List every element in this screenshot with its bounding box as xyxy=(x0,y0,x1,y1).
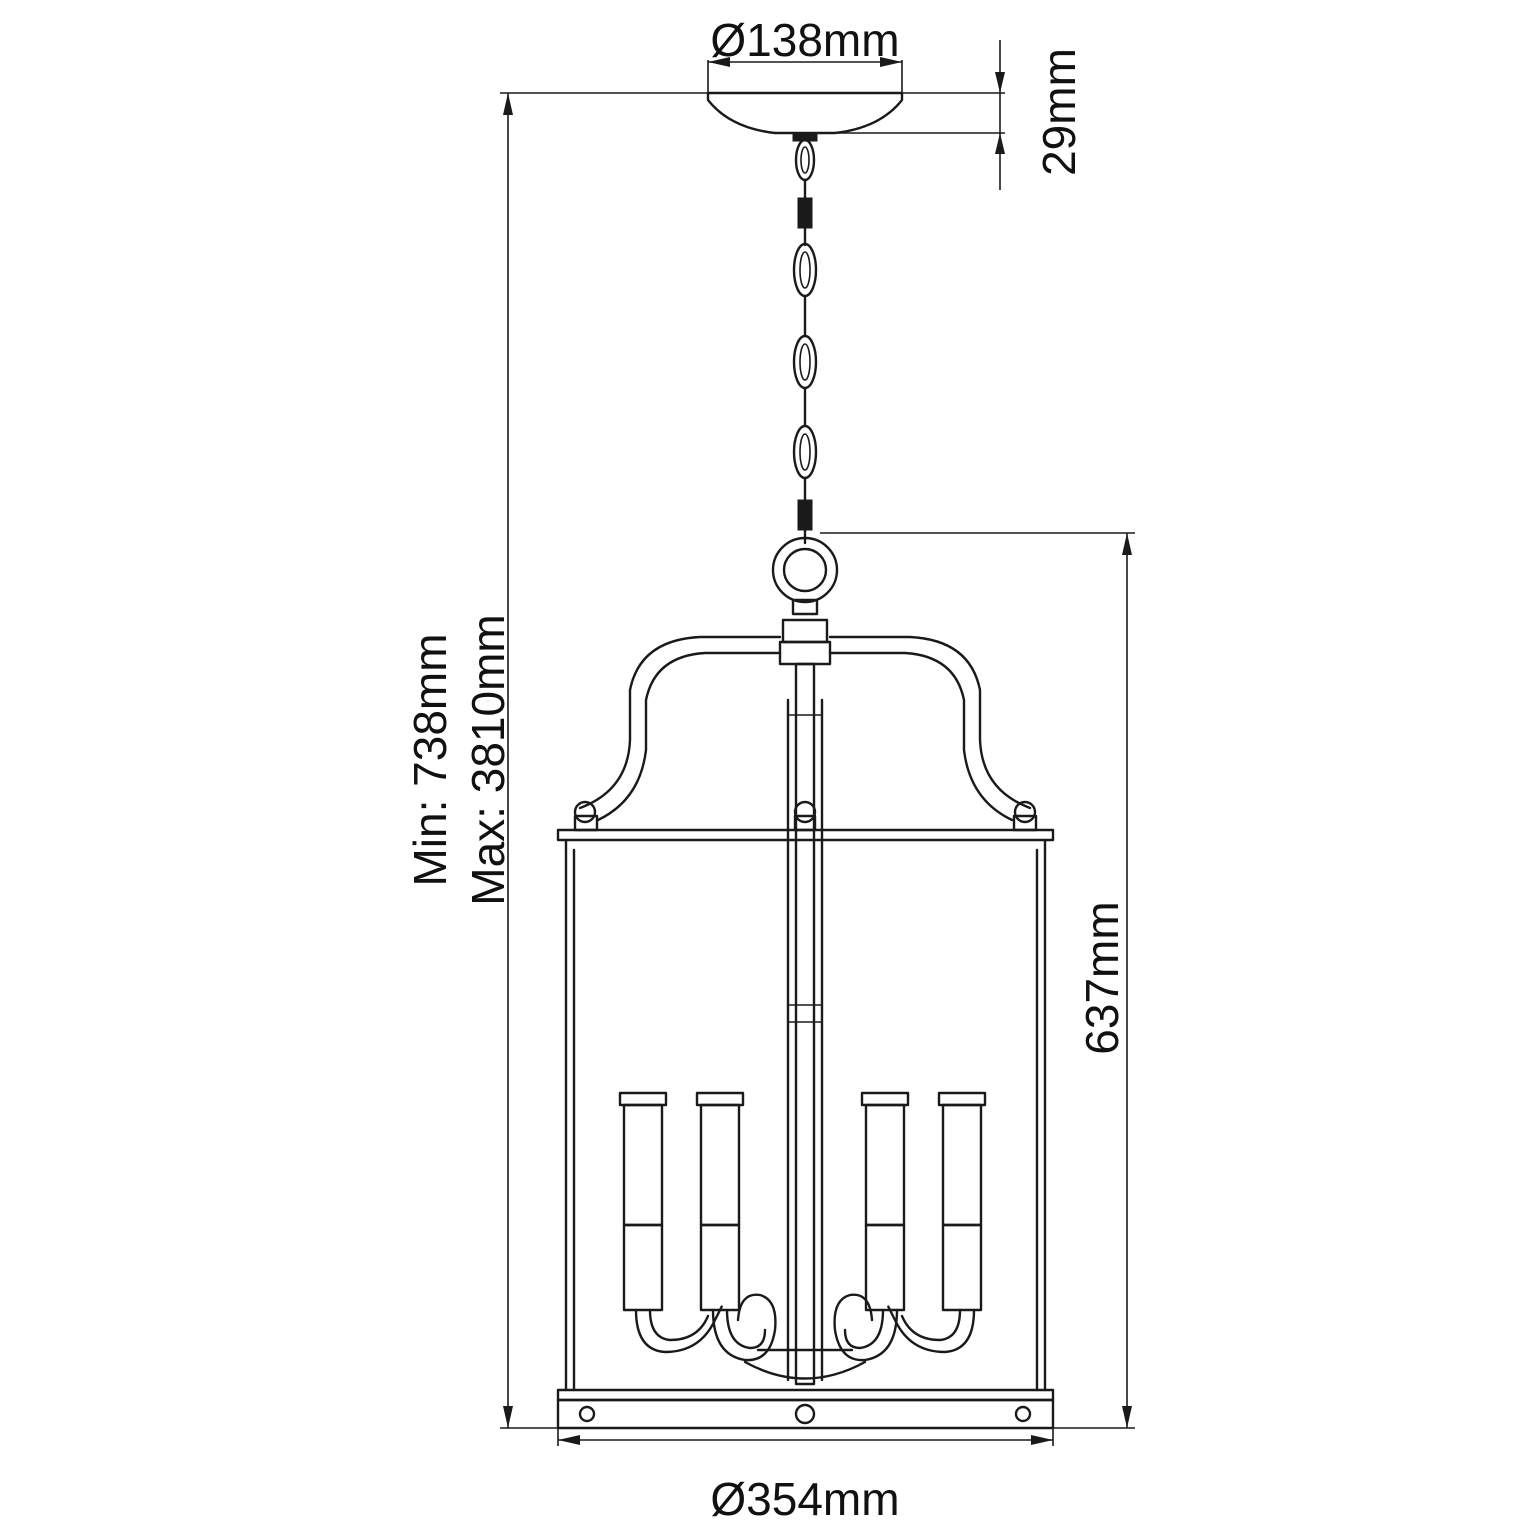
suspension-chain xyxy=(792,138,818,545)
candle-1 xyxy=(618,1091,668,1312)
overall-height-dimension: Min: 738mm Max: 3810mm xyxy=(404,92,708,1429)
arched-hood xyxy=(573,635,1038,832)
candle-arms xyxy=(634,1293,976,1380)
frame-posts xyxy=(564,848,1047,1392)
body-diameter-label: Ø354mm xyxy=(710,1473,899,1525)
body-height-dimension: 637mm xyxy=(820,532,1135,1429)
central-rod xyxy=(786,662,824,1386)
candle-2 xyxy=(695,1091,745,1312)
hanging-loop xyxy=(771,536,839,666)
canopy-diameter-dimension: Ø138mm xyxy=(707,14,903,93)
bottom-base xyxy=(556,1388,1055,1430)
canopy-diameter-label: Ø138mm xyxy=(710,14,899,66)
min-height-label: Min: 738mm xyxy=(404,633,456,886)
top-ring xyxy=(556,828,1055,852)
candle-4 xyxy=(937,1091,987,1312)
max-height-label: Max: 3810mm xyxy=(462,614,514,905)
body-height-label: 637mm xyxy=(1076,901,1128,1054)
candle-3 xyxy=(860,1091,910,1312)
canopy-height-label: 29mm xyxy=(1033,48,1085,176)
canopy-height-dimension: 29mm xyxy=(835,40,1085,190)
body-diameter-dimension: Ø354mm xyxy=(557,1428,1054,1525)
candle-lights xyxy=(618,1091,987,1312)
